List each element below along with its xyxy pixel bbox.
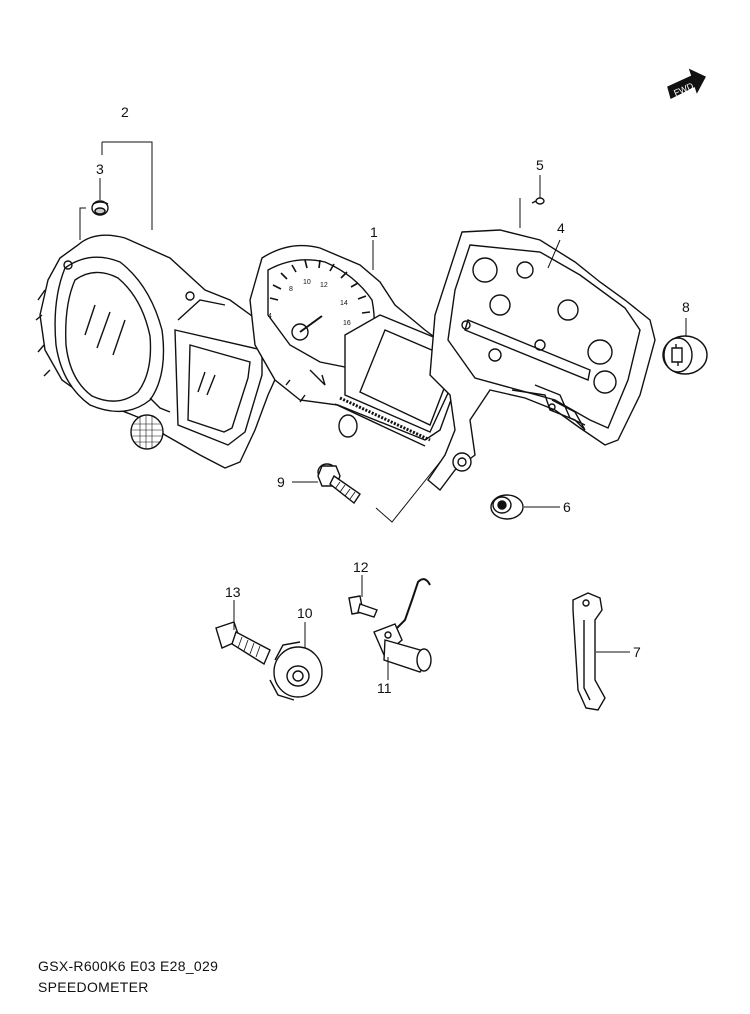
dial-number: 16 xyxy=(343,320,351,327)
callout-2: 2 xyxy=(121,104,129,120)
part-2-meter-case xyxy=(35,234,286,469)
callout-11: 11 xyxy=(377,680,392,696)
dial-number: 10 xyxy=(303,279,311,286)
callout-9: 9 xyxy=(277,474,285,490)
callout-1: 1 xyxy=(370,224,378,240)
part-7-bracket xyxy=(572,592,606,711)
dial-number: 8 xyxy=(289,286,293,293)
fwd-arrow-icon: FWD xyxy=(667,68,706,100)
callout-10: 10 xyxy=(297,605,313,621)
part-4-lower-case xyxy=(427,229,656,492)
dial-number: 12 xyxy=(320,282,328,289)
callout-7: 7 xyxy=(633,644,641,660)
callout-12: 12 xyxy=(353,559,369,575)
diagram-title: SPEEDOMETER xyxy=(38,979,149,995)
part-5-screw xyxy=(531,197,545,205)
callout-4: 4 xyxy=(557,220,565,236)
part-9-bolt xyxy=(317,463,361,505)
part-11-speed-sensor xyxy=(373,578,432,673)
part-10-damper xyxy=(269,641,323,701)
part-6-cushion xyxy=(490,494,524,520)
part-13-bolt xyxy=(215,621,271,666)
dial-number: 4 xyxy=(268,313,272,320)
leader-lines xyxy=(79,141,687,680)
diagram-code: GSX-R600K6 E03 E28_029 xyxy=(38,958,219,974)
part-3-cap xyxy=(91,200,109,216)
part-12-screw xyxy=(348,595,378,618)
part-8-grommet xyxy=(662,335,708,375)
callout-6: 6 xyxy=(563,499,571,515)
callout-5: 5 xyxy=(536,157,544,173)
callout-13: 13 xyxy=(225,584,241,600)
callout-8: 8 xyxy=(682,299,690,315)
callout-3: 3 xyxy=(96,161,104,177)
dial-number: 14 xyxy=(340,300,348,307)
